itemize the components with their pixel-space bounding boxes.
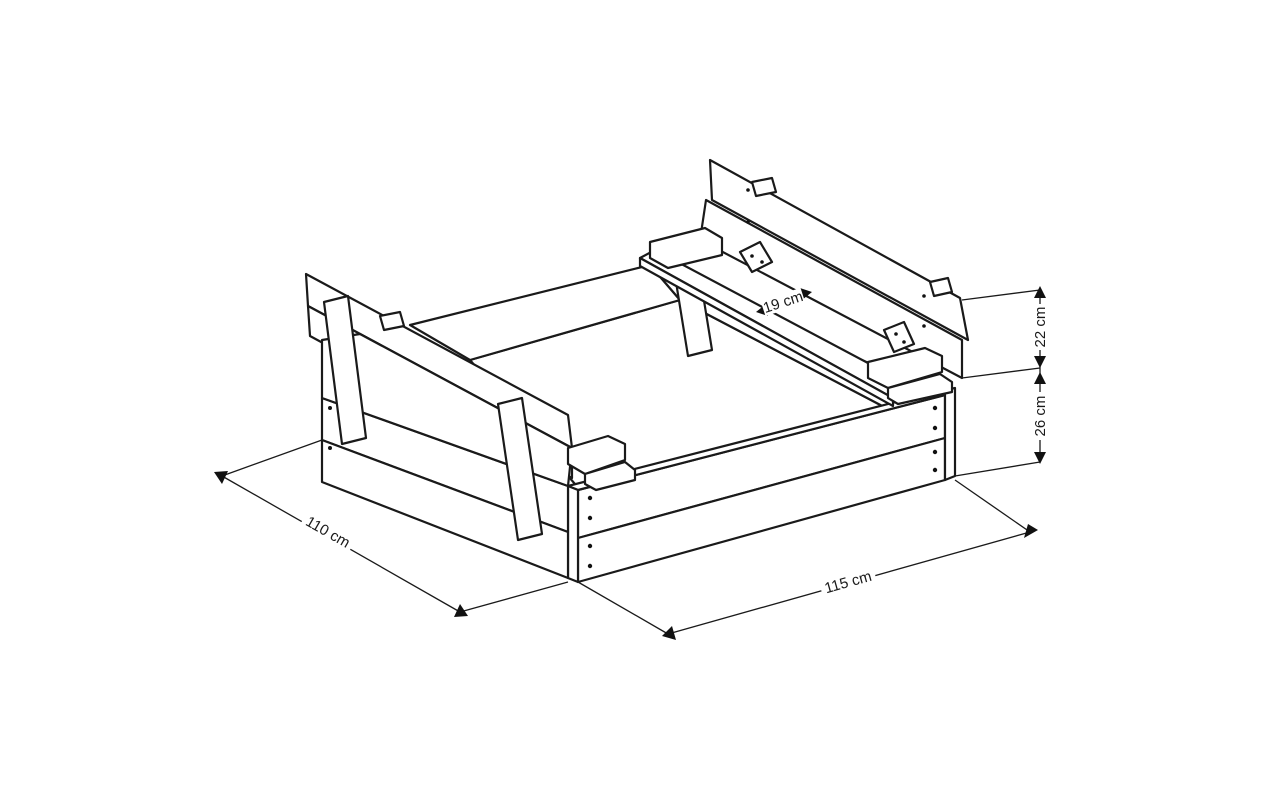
dimension-height: 22 cm 26 cm: [954, 286, 1050, 477]
right-block-back: [648, 226, 724, 270]
left-leg-back: [322, 294, 368, 446]
right-bench: [638, 158, 970, 408]
hinge-left: [738, 240, 774, 274]
dimension-board: 19 cm: [756, 287, 812, 317]
label-box-height: 26 cm: [1032, 396, 1049, 437]
right-backrest-top: [708, 158, 970, 342]
label-board-width: 19 cm: [761, 288, 805, 317]
label-lid-height: 22 cm: [1032, 307, 1049, 348]
hinge-right: [882, 320, 916, 354]
left-wall-lower: [320, 438, 570, 580]
right-bench-seat-front: [638, 256, 895, 408]
right-block-front: [866, 346, 944, 390]
left-leg-front: [496, 396, 544, 542]
corner-post-front: [566, 484, 580, 584]
left-block-front: [566, 434, 627, 476]
left-bench: [304, 272, 637, 542]
